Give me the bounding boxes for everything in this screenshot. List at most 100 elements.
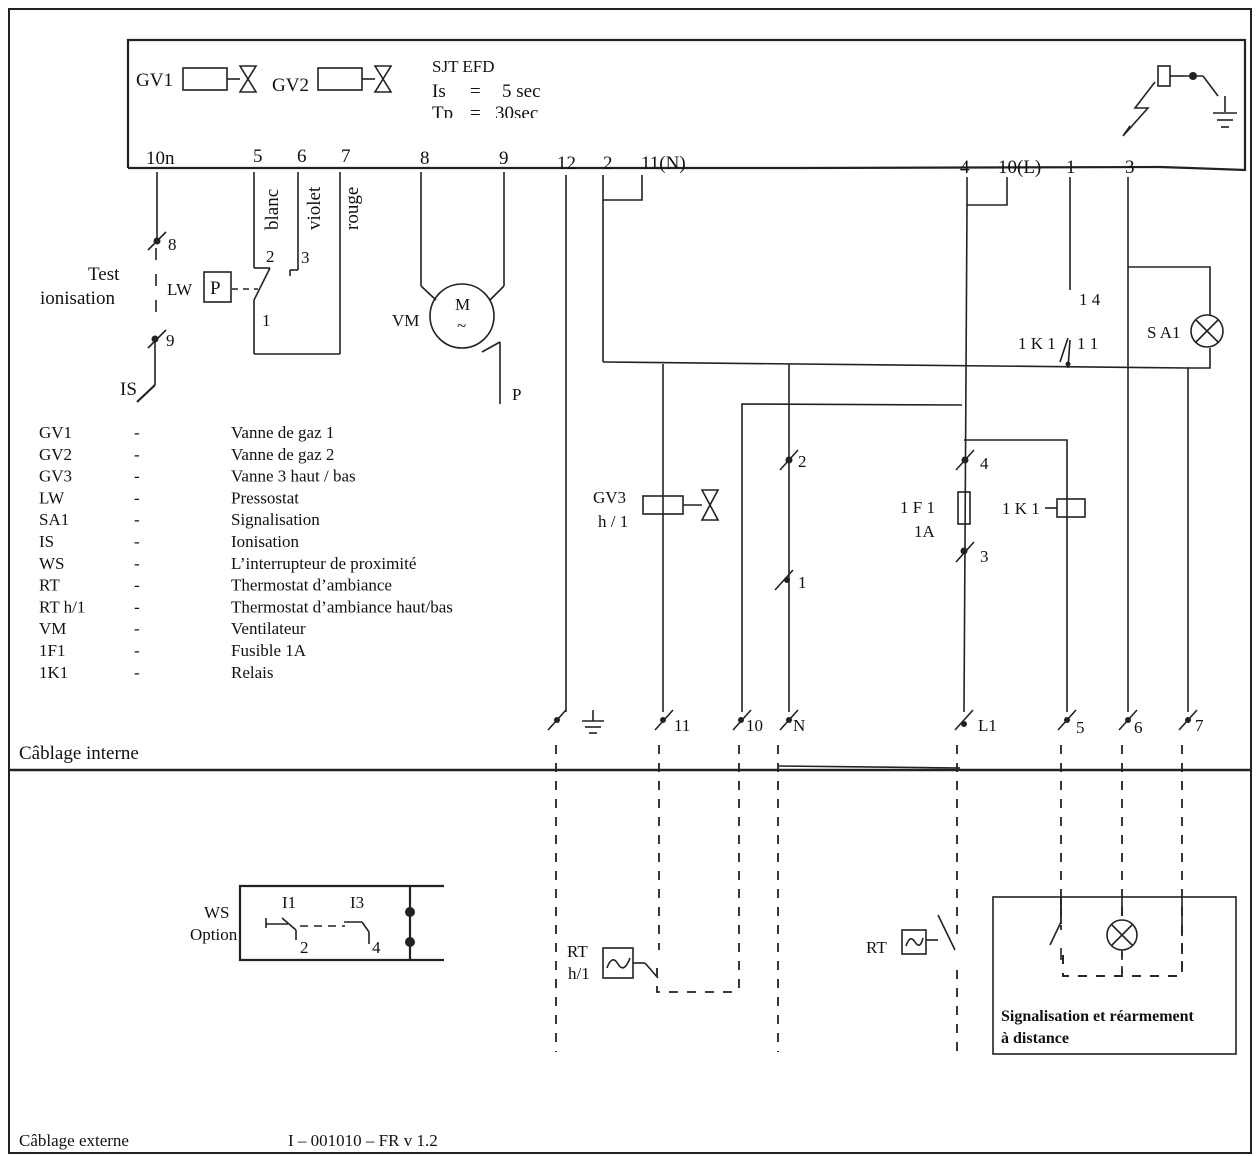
outer-frame [8,8,1252,1154]
motor-icon [429,283,495,349]
internal-wiring-label: Câblage interne [19,743,139,764]
lw-contact-1: 1 [262,311,271,330]
legend-code: GV1 [39,423,72,442]
legend-dash: - [134,597,140,616]
terminal-4: 4 [960,157,970,178]
terminal-labels: 10n 5 6 7 8 9 12 2 11(N) 4 10(L) 1 3 [146,146,1135,178]
k1-contact-14: 1 4 [1079,290,1101,309]
external-wiring [555,745,1183,1052]
gv2-label: GV2 [272,75,309,96]
k1-contact-11: 1 1 [1077,334,1098,353]
model-label: SJT EFD [432,57,495,76]
legend-desc: Ventilateur [231,619,306,638]
legend-dash: - [134,423,140,442]
fuse-label: 1 F 1 [900,498,935,517]
legend-dash: - [134,467,140,486]
bottom-terminal-n: N [793,716,805,735]
ws-label: WS [204,903,230,922]
point-3: 3 [980,547,989,566]
terminal-2: 2 [603,153,613,174]
fan-motor-vm: M ~ VM P [392,172,521,404]
legend-desc: Vanne de gaz 2 [231,445,334,464]
k1-coil-icon [1056,498,1086,518]
legend-code: 1F1 [39,641,65,660]
ws-i1: I1 [282,893,296,912]
remote-signal-title: Signalisation et réarmement [1001,1008,1195,1025]
legend-code: SA1 [39,510,69,529]
tp-time-eq: = [470,103,481,124]
legend-code: WS [39,554,65,573]
ion-point-9: 9 [166,331,175,350]
terminal-9: 9 [499,148,509,169]
ion-point-8: 8 [168,235,177,254]
terminal-12: 12 [557,153,576,174]
legend-dash: - [134,663,140,682]
lw-contact-2: 2 [266,247,275,266]
controller-box: GV1 GV2 SJT EFD Is = 5 sec Tp = 30sec [126,38,1247,172]
terminal-10n: 10n [146,148,175,169]
k1-contact-label: 1 K 1 [1018,334,1056,353]
main-wiring: S A1 1 4 1 K 1 1 1 GV3 h / 1 2 1 4 1 F 1… [565,175,1224,713]
document-reference: I – 001010 – FR v 1.2 [288,1131,438,1150]
ignition-electrode-icon [1122,65,1237,137]
fuse-1f1-icon [957,491,971,525]
motor-m: M [455,295,470,314]
bottom-terminal-11: 11 [674,716,690,735]
terminal-11n: 11(N) [641,153,686,174]
terminal-6: 6 [297,146,307,167]
rt-label: RT [866,938,887,957]
gv3-label: GV3 [593,488,626,507]
legend-code: GV3 [39,467,72,486]
ws-i3: I3 [350,893,364,912]
ws-c4: 4 [372,938,381,957]
legend-desc: Vanne 3 haut / bas [231,467,356,486]
test-label: Test [88,264,120,285]
legend-dash: - [134,445,140,464]
legend-desc: Thermostat d’ambiance [231,576,392,595]
motor-p-label: P [512,385,521,404]
legend-code: IS [39,532,54,551]
legend-desc: L’interrupteur de proximité [231,554,416,573]
point-2: 2 [798,452,807,471]
internal-terminal-strip: 11 10 N L1 5 6 7 [547,709,1204,769]
is-label: IS [120,379,137,400]
wire-violet: violet [304,186,325,230]
rt-hl-thermostat: RT h/1 [567,942,659,983]
vm-label: VM [392,311,419,330]
rt-hl-label: RT [567,942,588,961]
lw-label: LW [167,280,193,299]
legend-desc: Pressostat [231,488,299,507]
external-wiring-label: Câblage externe [19,1131,129,1150]
rt-thermostat: RT [866,914,956,957]
is-time-eq: = [470,81,481,102]
bottom-terminal-10: 10 [746,716,763,735]
gv3-valve-icon [700,489,720,521]
bottom-terminal-7: 7 [1195,716,1204,735]
legend-dash: - [134,576,140,595]
terminal-10l: 10(L) [998,157,1041,178]
legend-desc: Ionisation [231,532,299,551]
legend-dash: - [134,488,140,507]
gv2-valve-icon [373,65,393,93]
terminal-8: 8 [420,148,430,169]
lw-contact-3: 3 [301,248,310,267]
legend-dash: - [134,641,140,660]
legend-code: VM [39,619,66,638]
sa1-label: S A1 [1147,323,1181,342]
legend-desc: Relais [231,663,274,682]
legend-desc: Vanne de gaz 1 [231,423,334,442]
legend-code: RT [39,576,60,595]
legend-dash: - [134,619,140,638]
legend-desc: Fusible 1A [231,641,307,660]
pressostat-lw: P LW 2 3 1 blanc violet rouge [167,172,363,355]
bottom-terminal-6: 6 [1134,718,1143,737]
ws-c2: 2 [300,938,309,957]
terminal-7: 7 [341,146,351,167]
ionisation-circuit: 8 9 Test ionisation IS [40,172,177,403]
gv1-label: GV1 [136,70,173,91]
bottom-terminal-l1: L1 [978,716,997,735]
sa1-lamp-icon [1190,314,1224,348]
legend-desc: Thermostat d’ambiance haut/bas [231,597,453,616]
legend-code: LW [39,488,65,507]
